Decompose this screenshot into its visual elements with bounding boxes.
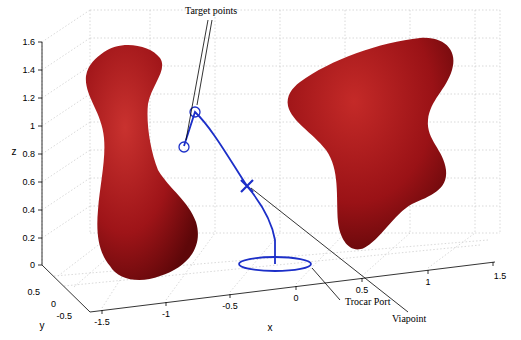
tick-label: 1.4 (22, 66, 35, 75)
tick-label: -0.5 (56, 312, 72, 321)
organ-left (86, 45, 198, 280)
organ-right (288, 38, 454, 250)
tick-label: 0.6 (22, 178, 35, 187)
axis-label: z (12, 147, 17, 157)
tick-label: 1 (425, 278, 430, 287)
tool-path (179, 107, 311, 271)
annotation-label: Target points (185, 6, 237, 16)
leader-lines (186, 20, 408, 312)
tick-label: -1 (162, 310, 170, 319)
tick-label: 0 (51, 300, 56, 309)
tick-label: 1.2 (22, 94, 35, 103)
tick-label: 0 (30, 261, 35, 270)
grid-lines (42, 10, 500, 308)
tick-label: 0.4 (22, 206, 35, 215)
tick-label: -1.5 (94, 318, 110, 327)
tick-label: 1.5 (494, 272, 507, 281)
tick-label: -0.5 (222, 302, 238, 311)
tick-label: 1.6 (22, 38, 35, 47)
tick-label: 0.5 (356, 286, 369, 295)
tick-label: 0 (293, 294, 298, 303)
annotation-label: Viapoint (392, 314, 426, 324)
annotation-label: Trocar Port (345, 297, 390, 307)
tick-label: 0.2 (22, 234, 35, 243)
axis-label: y (40, 321, 45, 331)
axis-label: x (268, 323, 273, 333)
tick-label: 1 (30, 122, 35, 131)
tick-label: 0.5 (27, 288, 40, 297)
tick-label: 0.8 (22, 150, 35, 159)
